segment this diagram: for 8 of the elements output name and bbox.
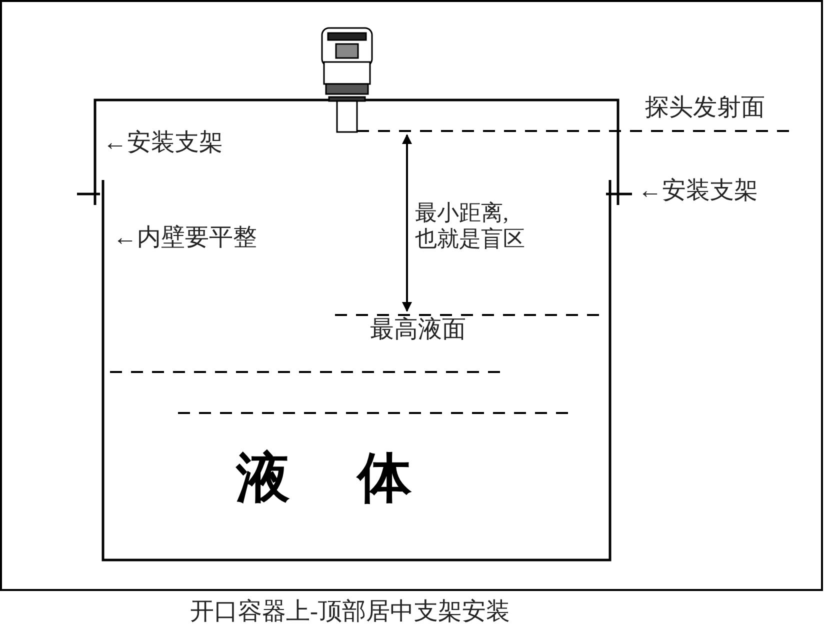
bracket-label: ←安装支架 xyxy=(638,177,758,206)
blind-zone-label: 最小距离,也就是盲区 xyxy=(415,200,526,253)
liquid-label: 液 体 xyxy=(236,446,412,511)
caption: 开口容器上-顶部居中支架安装 xyxy=(190,598,510,627)
wall-note: ←内壁要平整 xyxy=(113,224,257,253)
surface-label: 探头发射面 xyxy=(645,94,765,123)
bracket-label: ←安装支架 xyxy=(103,129,223,158)
level-label: 最高液面 xyxy=(370,316,466,345)
